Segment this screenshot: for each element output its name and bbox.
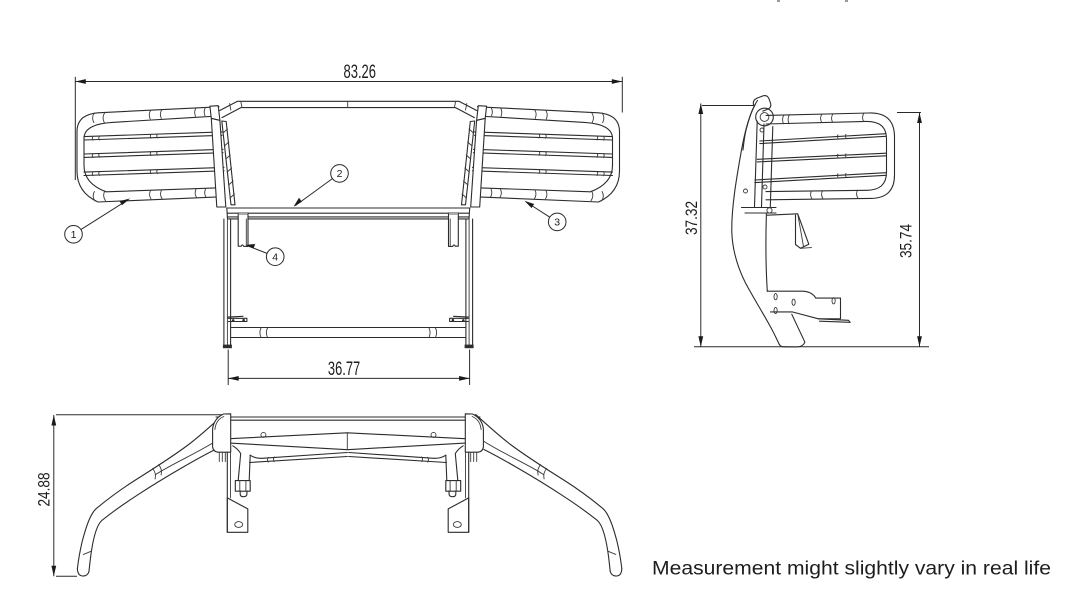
svg-text:3: 3 xyxy=(554,217,560,229)
svg-text:24.88: 24.88 xyxy=(35,473,54,507)
svg-text:1: 1 xyxy=(71,229,77,241)
svg-text:2: 2 xyxy=(337,168,343,180)
svg-text:36.77: 36.77 xyxy=(328,359,360,380)
svg-text:35.74: 35.74 xyxy=(897,224,916,258)
svg-text:37.32: 37.32 xyxy=(682,201,701,235)
svg-text:Measurement might slightly var: Measurement might slightly vary in real … xyxy=(652,558,1051,580)
svg-text:83.26: 83.26 xyxy=(344,62,377,83)
svg-text:4: 4 xyxy=(272,251,278,263)
